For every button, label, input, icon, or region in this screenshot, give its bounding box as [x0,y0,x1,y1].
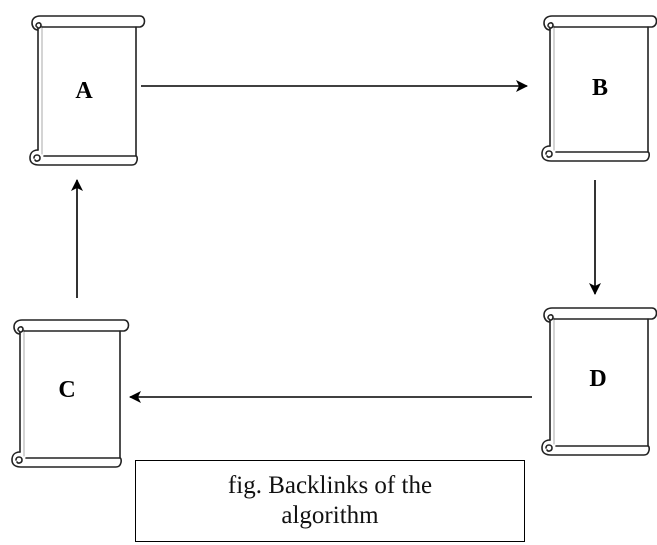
figure-caption: fig. Backlinks of the algorithm [135,460,525,542]
node-d-label: D [589,366,606,392]
scroll-document-icon [541,15,657,162]
edges-layer [71,80,601,403]
scroll-document-icon [29,15,146,166]
node-b-label: B [592,75,608,101]
caption-line-1: fig. Backlinks of the [227,472,433,499]
node-c-document: C [11,319,130,468]
node-b-document: B [541,15,657,162]
caption-line-2: algorithm [281,502,379,529]
node-c-label: C [58,377,75,403]
node-d-document: D [541,307,657,456]
scroll-document-icon [541,307,657,456]
scroll-document-icon [11,319,130,468]
nodes-layer: A B C D [11,15,657,468]
node-a-label: A [75,78,93,104]
node-a-document: A [29,15,146,166]
